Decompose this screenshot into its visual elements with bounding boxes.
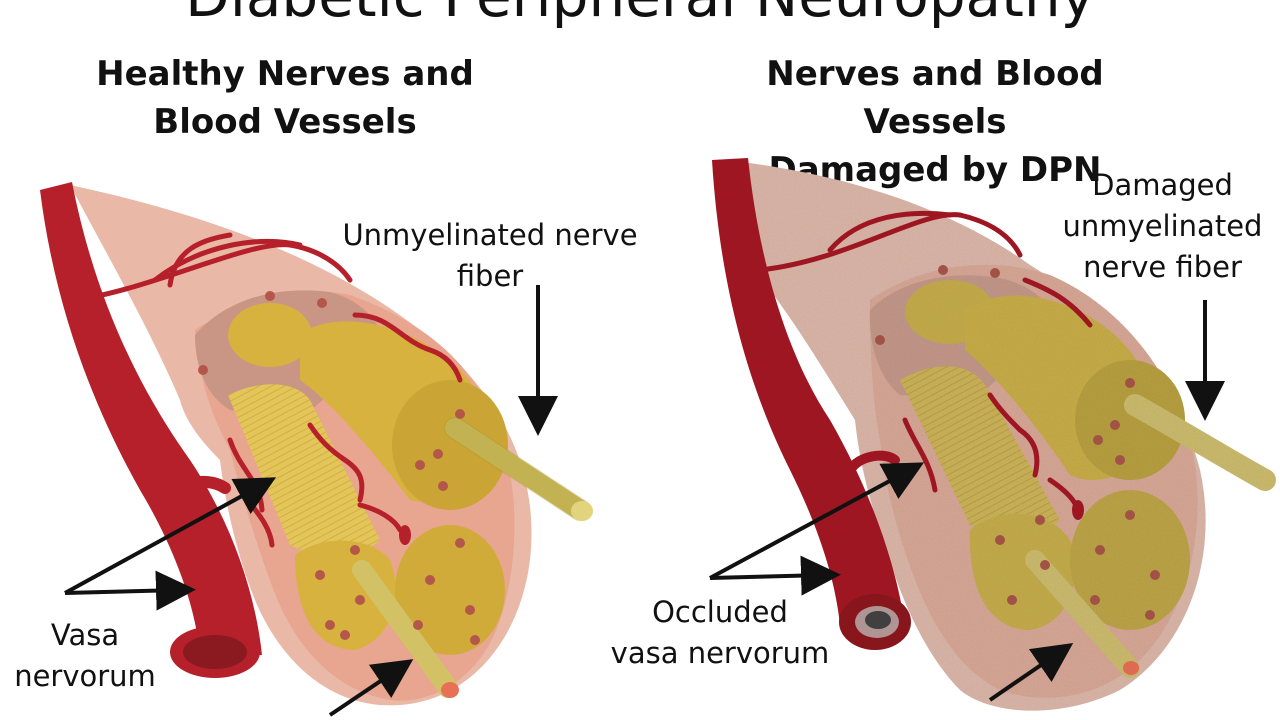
right-vasa-label: Occluded vasa nervorum <box>600 592 840 674</box>
damaged-fiber-lower <box>1025 550 1140 678</box>
damaged-small-vessels <box>757 210 1093 513</box>
healthy-fascicle-top <box>228 303 312 367</box>
healthy-vessel-dot <box>399 525 411 545</box>
left-heading-line1: Healthy Nerves and <box>96 54 474 94</box>
left-vasa-label-line1: Vasa <box>50 618 120 652</box>
right-vasa-arrow-1 <box>709 462 925 580</box>
right-fiber-label-line3: nerve fiber <box>1083 250 1242 284</box>
healthy-fiber-upper <box>445 418 590 520</box>
right-panel-heading: Nerves and Blood Vessels Damaged by DPN <box>690 50 1180 194</box>
right-vasa-arrow-2 <box>709 555 841 596</box>
healthy-vasa-branch <box>169 475 231 501</box>
left-fiber-label-line1: Unmyelinated nerve <box>342 218 638 252</box>
damaged-fiber-lower-tip <box>1123 661 1139 675</box>
damaged-vessel-dot <box>1072 500 1084 520</box>
left-fiber-label-line2: fiber <box>456 259 524 293</box>
healthy-fiber-upper-edge <box>444 417 591 521</box>
healthy-fiber-lower-tip <box>441 682 459 698</box>
damaged-fascicle-bottom-right <box>1070 490 1190 630</box>
right-vasa-label-line2: vasa nervorum <box>610 636 830 670</box>
damaged-vasa-occlusion <box>865 611 891 629</box>
left-vasa-arrow-1 <box>64 477 277 595</box>
healthy-fascicle-bottom-right <box>395 525 505 655</box>
right-vasa-label-line1: Occluded <box>652 595 788 629</box>
healthy-fiber-lower <box>352 560 458 698</box>
left-heading-line2: Blood Vessels <box>153 102 417 142</box>
damaged-fiber-upper <box>1124 394 1276 491</box>
damaged-vasa-branch <box>845 450 900 475</box>
healthy-fibril-bundle <box>228 384 380 556</box>
damaged-nerve-diagram <box>712 158 1276 711</box>
healthy-nerve-diagram <box>40 182 593 706</box>
damaged-axon-dots <box>875 265 1160 620</box>
main-title: Diabetic Peripheral Neuropathy <box>0 0 1280 32</box>
right-heading-line1: Nerves and Blood Vessels <box>766 54 1104 142</box>
damaged-fibril-bundle <box>900 366 1060 536</box>
left-vasa-label: Vasa nervorum <box>0 615 170 697</box>
left-vasa-arrow-2 <box>64 570 196 611</box>
healthy-fascicle-right <box>392 380 508 510</box>
healthy-vasa-lumen-inner <box>183 635 247 669</box>
left-lower-arrow <box>328 659 414 717</box>
healthy-axon-dots <box>198 291 480 645</box>
left-vasa-label-line2: nervorum <box>14 659 156 693</box>
right-fiber-label-line1: Damaged <box>1092 168 1233 202</box>
healthy-fiber-upper-tip <box>571 501 593 521</box>
right-fiber-label: Damaged unmyelinated nerve fiber <box>1055 165 1270 288</box>
right-lower-arrow <box>988 642 1074 702</box>
left-panel-heading: Healthy Nerves and Blood Vessels <box>90 50 480 146</box>
right-fiber-label-line2: unmyelinated <box>1062 209 1263 243</box>
left-fiber-label: Unmyelinated nerve fiber <box>330 215 650 297</box>
damaged-fascicle-right <box>1075 360 1185 480</box>
healthy-vasa-nervorum-main <box>40 182 262 655</box>
label-arrows <box>64 285 1225 717</box>
damaged-vasa-nervorum-main <box>712 158 905 625</box>
